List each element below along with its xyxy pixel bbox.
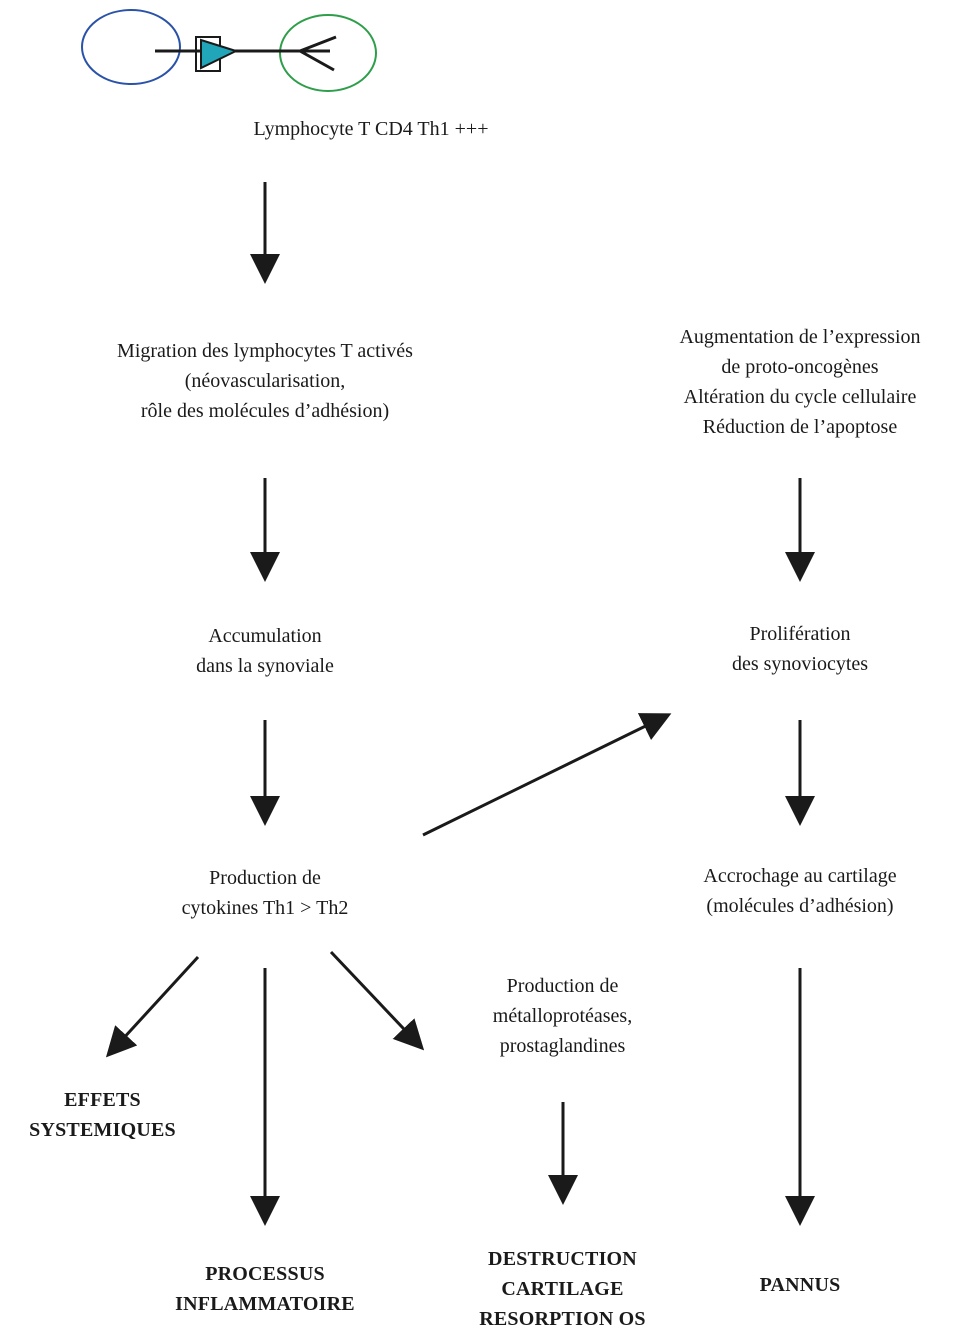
- node-lymphocyte-label: Lymphocyte T CD4 Th1 +++: [196, 114, 546, 144]
- proliferation-line: des synoviocytes: [731, 653, 869, 675]
- proliferation-line: Prolifération: [749, 623, 851, 645]
- destruction-line: DESTRUCTION: [488, 1248, 637, 1270]
- production-mmp-line: prostaglandines: [499, 1035, 626, 1057]
- node-augmentation-label: Augmentation de l’expression de proto-onc…: [620, 322, 955, 442]
- node-production-mmp-label: Production de métalloprotéases, prostaglan…: [420, 971, 705, 1061]
- effets-line: SYSTEMIQUES: [29, 1119, 176, 1141]
- destruction-line: CARTILAGE: [501, 1278, 624, 1300]
- node-effets-label: EFFETS SYSTEMIQUES: [0, 1085, 205, 1145]
- node-accumulation-label: Accumulation dans la synoviale: [110, 621, 420, 681]
- augmentation-line: Réduction de l’apoptose: [702, 416, 898, 438]
- arrow-production-to-metalloproteases: [329, 950, 425, 1051]
- fork-branch-down: [299, 49, 335, 72]
- t-cell-icon: [81, 9, 377, 92]
- node-production-cytokines-label: Production de cytokines Th1 > Th2: [110, 863, 420, 923]
- processus-line: INFLAMMATOIRE: [175, 1293, 355, 1315]
- node-accrochage-label: Accrochage au cartilage (molécules d’adhé…: [640, 861, 955, 921]
- receptor-triangle-icon: [200, 38, 239, 70]
- cell-nucleus-left-icon: [81, 9, 181, 85]
- accumulation-line: Accumulation: [208, 625, 322, 647]
- pannus-line: PANNUS: [759, 1274, 841, 1296]
- accumulation-line: dans la synoviale: [196, 655, 334, 677]
- accrochage-line: (molécules d’adhésion): [706, 895, 894, 917]
- migration-line: Migration des lymphocytes T activés: [117, 340, 413, 362]
- node-migration-label: Migration des lymphocytes T activés (néov…: [40, 336, 490, 426]
- migration-line: (néovascularisation,: [184, 370, 346, 392]
- cell-nucleus-right-icon: [279, 14, 377, 92]
- node-processus-label: PROCESSUS INFLAMMATOIRE: [115, 1259, 415, 1319]
- migration-line: rôle des molécules d’adhésion): [140, 400, 390, 422]
- accrochage-line: Accrochage au cartilage: [703, 865, 897, 887]
- node-destruction-label: DESTRUCTION CARTILAGE RESORPTION OS: [425, 1244, 700, 1334]
- production-mmp-line: métalloprotéases,: [492, 1005, 633, 1027]
- production-mmp-line: Production de: [506, 975, 619, 997]
- effets-line: EFFETS: [64, 1089, 141, 1111]
- production-cytokines-line: Production de: [209, 867, 321, 889]
- destruction-line: RESORPTION OS: [479, 1308, 646, 1330]
- production-cytokines-line: cytokines Th1 > Th2: [181, 897, 349, 919]
- lymphocyte-line: Lymphocyte T CD4 Th1 +++: [253, 118, 489, 140]
- node-proliferation-label: Prolifération des synoviocytes: [650, 619, 950, 679]
- node-pannus-label: PANNUS: [690, 1270, 910, 1300]
- arrow-production-to-proliferation: [422, 713, 672, 837]
- arrow-production-to-effets: [105, 955, 200, 1058]
- augmentation-line: de proto-oncogènes: [721, 356, 879, 378]
- augmentation-line: Augmentation de l’expression: [679, 326, 921, 348]
- fork-branch-up: [299, 35, 337, 53]
- processus-line: PROCESSUS: [205, 1263, 325, 1285]
- augmentation-line: Altération du cycle cellulaire: [683, 386, 917, 408]
